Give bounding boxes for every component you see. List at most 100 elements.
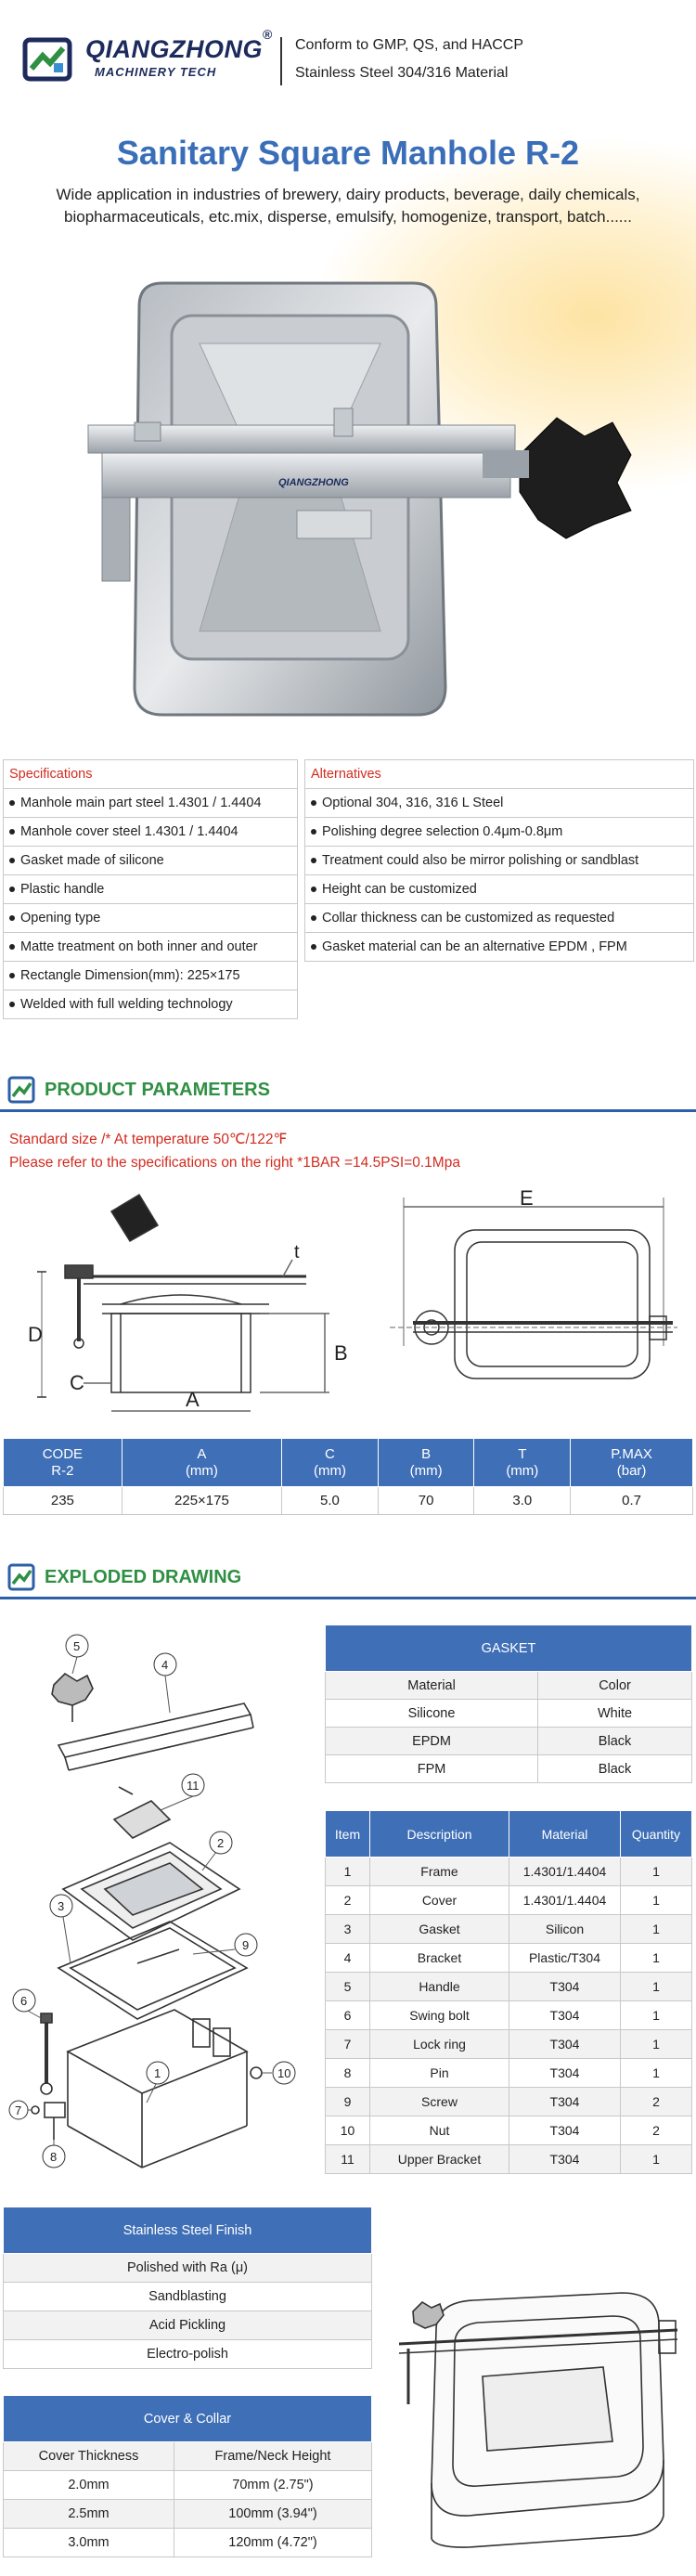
header-divider bbox=[280, 37, 282, 85]
specifications-heading: Specifications bbox=[3, 759, 298, 789]
callout-8: 8 bbox=[50, 2150, 57, 2164]
alternative-item: Optional 304, 316, 316 L Steel bbox=[304, 788, 694, 818]
bullet-icon bbox=[311, 858, 316, 864]
dim-label-t: t bbox=[294, 1242, 300, 1262]
slogan-line-1: Conform to GMP, QS, and HACCP bbox=[295, 37, 524, 53]
callout-9: 9 bbox=[242, 1938, 249, 1952]
product-parameters-heading: PRODUCT PARAMETERS bbox=[45, 1080, 270, 1100]
steel-finish-title: Stainless Steel Finish bbox=[3, 2207, 372, 2254]
standard-size-note: Standard size /* At temperature 50℃/122℉ bbox=[9, 1132, 288, 1147]
table-row: 235 225×175 5.0 70 3.0 0.7 bbox=[3, 1486, 693, 1515]
page-title: Sanitary Square Manhole R-2 bbox=[116, 134, 580, 172]
exploded-drawing-heading: EXPLODED DRAWING bbox=[45, 1567, 242, 1587]
brand-name: QIANGZHONG® bbox=[85, 27, 273, 63]
manhole-product-photo: QIANGZHONG bbox=[87, 281, 632, 717]
cover-collar-title: Cover & Collar bbox=[3, 2395, 372, 2442]
bullet-icon bbox=[9, 858, 15, 864]
alternative-item: Polishing degree selection 0.4μm-0.8μm bbox=[304, 817, 694, 847]
section-rule bbox=[0, 1109, 696, 1112]
alternative-item: Treatment could also be mirror polishing… bbox=[304, 846, 694, 875]
lead-line-2: biopharmaceuticals, etc.mix, disperse, e… bbox=[64, 208, 632, 226]
chart-logo-icon bbox=[7, 1563, 35, 1591]
specifications-table: Specifications Manhole main part steel 1… bbox=[3, 759, 298, 1019]
bullet-icon bbox=[9, 887, 15, 893]
spec-item: Gasket made of silicone bbox=[3, 846, 298, 875]
callout-7: 7 bbox=[15, 2104, 21, 2117]
alternative-item: Height can be customized bbox=[304, 874, 694, 904]
alternatives-heading: Alternatives bbox=[304, 759, 694, 789]
registered-mark: ® bbox=[263, 27, 273, 42]
col-a: A(mm) bbox=[121, 1438, 283, 1487]
spec-item: Opening type bbox=[3, 903, 298, 933]
side-view-drawing: D C A B t bbox=[28, 1193, 348, 1412]
callout-10: 10 bbox=[277, 2066, 290, 2080]
bullet-icon bbox=[311, 800, 316, 807]
callout-3: 3 bbox=[58, 1899, 64, 1913]
callout-1: 1 bbox=[154, 2066, 161, 2080]
alternatives-table: Alternatives Optional 304, 316, 316 L St… bbox=[304, 759, 694, 962]
callout-5: 5 bbox=[73, 1639, 80, 1653]
steel-finish-table: Stainless Steel Finish Polished with Ra … bbox=[3, 2207, 372, 2369]
manhole-sketch-drawing bbox=[398, 2292, 678, 2548]
section-rule bbox=[0, 1597, 696, 1599]
col-t: T(mm) bbox=[473, 1438, 572, 1487]
dim-label-b: B bbox=[334, 1341, 348, 1365]
table-row: Acid Pickling bbox=[3, 2311, 372, 2340]
bullet-icon bbox=[311, 829, 316, 835]
bullet-icon bbox=[9, 829, 15, 835]
dim-label-e: E bbox=[520, 1188, 534, 1210]
dim-label-a: A bbox=[186, 1388, 200, 1411]
exploded-drawing-section-head: EXPLODED DRAWING bbox=[0, 1560, 696, 1599]
spec-item: Manhole main part steel 1.4301 / 1.4404 bbox=[3, 788, 298, 818]
bullet-icon bbox=[311, 915, 316, 922]
hero-section: Sanitary Square Manhole R-2 Wide applica… bbox=[0, 121, 696, 743]
bullet-icon bbox=[9, 1002, 15, 1008]
pressure-note: Please refer to the specifications on th… bbox=[9, 1155, 460, 1171]
table-row: Sandblasting bbox=[3, 2282, 372, 2311]
table-header-row: Material Color bbox=[324, 1671, 692, 1700]
spec-item: Manhole cover steel 1.4301 / 1.4404 bbox=[3, 817, 298, 847]
alternative-item: Collar thickness can be customized as re… bbox=[304, 903, 694, 933]
callout-6: 6 bbox=[20, 1994, 27, 2008]
dim-label-c: C bbox=[70, 1371, 84, 1394]
bullet-icon bbox=[9, 944, 15, 951]
col-b: B(mm) bbox=[377, 1438, 475, 1487]
bullet-icon bbox=[9, 800, 15, 807]
alternative-item: Gasket material can be an alternative EP… bbox=[304, 932, 694, 962]
callout-2: 2 bbox=[217, 1836, 224, 1850]
col-c: C(mm) bbox=[281, 1438, 379, 1487]
page-header: QIANGZHONG® MACHINERY TECH Conform to GM… bbox=[0, 0, 696, 121]
gasket-title: GASKET bbox=[325, 1625, 692, 1672]
bullet-icon bbox=[311, 887, 316, 893]
table-row: Polished with Ra (μ) bbox=[3, 2253, 372, 2283]
lead-line-1: Wide application in industries of brewer… bbox=[56, 186, 640, 203]
spec-item: Plastic handle bbox=[3, 874, 298, 904]
exploded-view-drawing: 5 4 11 2 3 9 6 1 7 8 10 bbox=[8, 1634, 296, 2168]
plate-brand-label: QIANGZHONG bbox=[278, 477, 349, 488]
table-row: Electro-polish bbox=[3, 2339, 372, 2369]
callout-11: 11 bbox=[187, 1779, 200, 1793]
spec-item: Matte treatment on both inner and outer bbox=[3, 932, 298, 962]
brand-logo-icon bbox=[22, 37, 72, 82]
